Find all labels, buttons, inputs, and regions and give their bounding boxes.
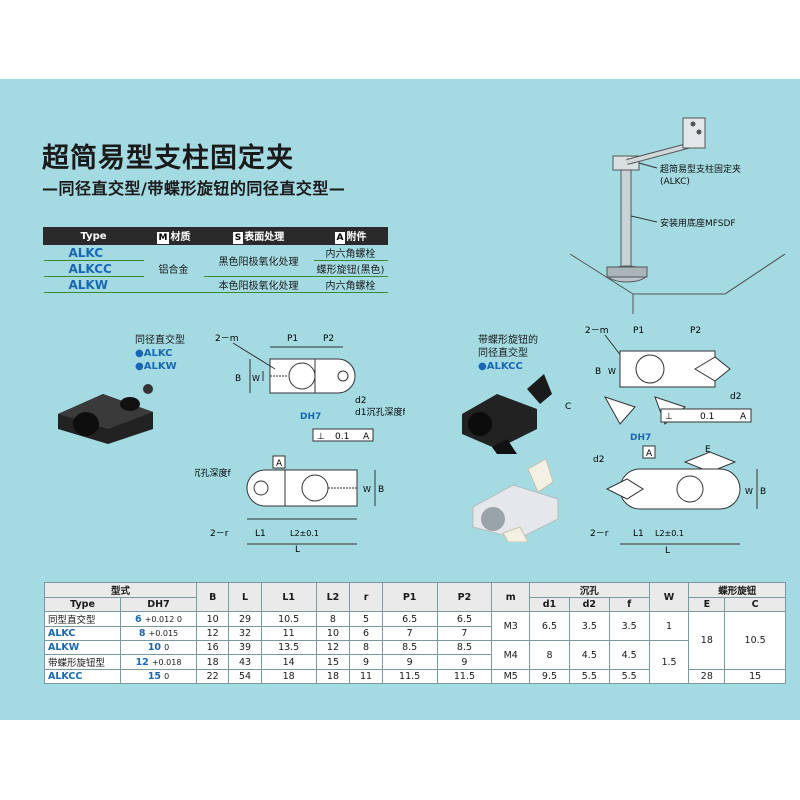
alkcc-silver-photo [472, 458, 559, 542]
r-dim-dh7-b: DH7 [630, 433, 651, 443]
type-col-header: Type [44, 597, 121, 612]
type-header: Type [43, 227, 144, 245]
alkc-black-photo [58, 384, 153, 444]
datum-a-b: A [276, 459, 283, 469]
dim-l1: L1 [255, 529, 266, 539]
col-r: r [349, 582, 383, 612]
right-bottom-drawing: DH7 A d2 E B W 2－r L1 L2±0.1 L [590, 433, 766, 554]
type-cell: ALKCC [43, 260, 144, 277]
col-l1: L1 [260, 582, 317, 612]
r-dim-m: 2－m [585, 326, 609, 336]
left-top-drawing: B W 2－m P1 P2 d2 d1沉孔深度f DH7 ⊥ 0.1 A [215, 334, 405, 442]
r-dim-l2: L2±0.1 [655, 529, 684, 538]
r-perp: ⊥ [665, 412, 673, 422]
page-subtitle: —同径直交型/带蝶形旋钮的同径直交型— [42, 179, 346, 198]
perp-symbol: ⊥ [317, 432, 325, 442]
left-bottom-drawing: DH7 A d2 d1沉孔深度f B W 2－r L1 L2±0.1 L [195, 455, 384, 554]
surface-cell: 本色阳极氧化处理 [203, 276, 314, 293]
surface-cell: 黑色阳极氧化处理 [203, 244, 314, 277]
dim-m: 2－m [215, 334, 239, 344]
dim-b: B [235, 374, 241, 384]
r-dim-d2: d2 [730, 392, 741, 402]
r-dim-r: 2－r [590, 529, 609, 539]
d-col-header: DH7 [120, 597, 197, 612]
dim-w: W [252, 374, 260, 383]
col-c: C [724, 597, 786, 612]
col-p2: P2 [436, 582, 493, 612]
assembly-label-1: 超简易型支柱固定夹 [660, 163, 741, 175]
col-p1: P1 [381, 582, 438, 612]
dim-r: 2－r [210, 529, 229, 539]
accessory-cell: 内六角螺栓 [313, 244, 388, 261]
col-l2: L2 [315, 582, 351, 612]
r-dim-d2-b: d2 [593, 455, 604, 465]
material-cell: 铝合金 [143, 244, 204, 293]
dim-b-b: B [378, 485, 384, 495]
assembly-label-1b: (ALKC) [660, 177, 690, 187]
dim-l: L [295, 545, 300, 554]
r-dim-l: L [665, 546, 670, 554]
r-dim-l1: L1 [633, 529, 644, 539]
type-cell: ALKC [43, 244, 144, 261]
col-f: f [608, 597, 650, 612]
dim-d1f: d1沉孔深度f [355, 406, 405, 418]
spec-table: 型式 B L L1 L2 r P1 P2 m 沉孔 W 蝶形旋钮 Type DH… [44, 582, 786, 684]
r-dim-b: B [595, 367, 601, 377]
accessory-cell: 蝶形旋钮(黑色) [313, 260, 388, 277]
type-cell: ALKW [43, 276, 144, 293]
dim-l2: L2±0.1 [290, 529, 319, 538]
r-perp-tol: 0.1 [700, 412, 714, 422]
alkcc-black-photo [462, 374, 552, 454]
r-dim-w: W [608, 367, 616, 376]
r-datum-a-b: A [646, 449, 653, 459]
right-perp-frame: ⊥ 0.1 A [660, 408, 752, 423]
dim-dh7: DH7 [300, 412, 321, 422]
col-d2: d2 [568, 597, 610, 612]
r-dim-c: C [565, 402, 571, 412]
accessory-cell: 内六角螺栓 [313, 276, 388, 293]
dim-w-b: W [363, 485, 371, 494]
dim-d2: d2 [355, 396, 366, 406]
right-caption: 带蝶形旋钮的 同径直交型 ●ALKCC [478, 335, 538, 372]
r-dim-p2: P2 [690, 326, 701, 336]
perp-tol: 0.1 [335, 432, 349, 442]
col-b: B [195, 582, 230, 612]
r-dim-w-b: W [745, 487, 753, 496]
left-caption: 同径直交型 ●ALKC ●ALKW [135, 335, 185, 372]
knob-header: 蝶形旋钮 [688, 582, 786, 598]
r-dim-b-b: B [760, 487, 766, 497]
dim-p1: P1 [287, 334, 298, 344]
right-top-drawing: 2－m P1 P2 B W C d2 DH7 [565, 326, 741, 425]
col-w: W [648, 582, 690, 612]
r-datum-a: A [740, 412, 747, 422]
dim-d1f-b: d1沉孔深度f [195, 467, 231, 479]
col-d1: d1 [529, 597, 570, 612]
r-dim-p1: P1 [633, 326, 644, 336]
dim-p2: P2 [323, 334, 334, 344]
assembly-illustration: 超简易型支柱固定夹 (ALKC) 安装用底座MFSDF [569, 117, 786, 314]
assembly-label-2: 安装用底座MFSDF [660, 217, 736, 229]
group-header: 型式 [44, 582, 197, 598]
col-m: m [491, 582, 531, 612]
r-dim-e: E [705, 445, 711, 455]
col-l: L [228, 582, 262, 612]
counterbore-header: 沉孔 [529, 582, 650, 598]
col-e: E [688, 597, 726, 612]
page-title: 超简易型支柱固定夹 [42, 143, 294, 174]
datum-a: A [363, 432, 370, 442]
